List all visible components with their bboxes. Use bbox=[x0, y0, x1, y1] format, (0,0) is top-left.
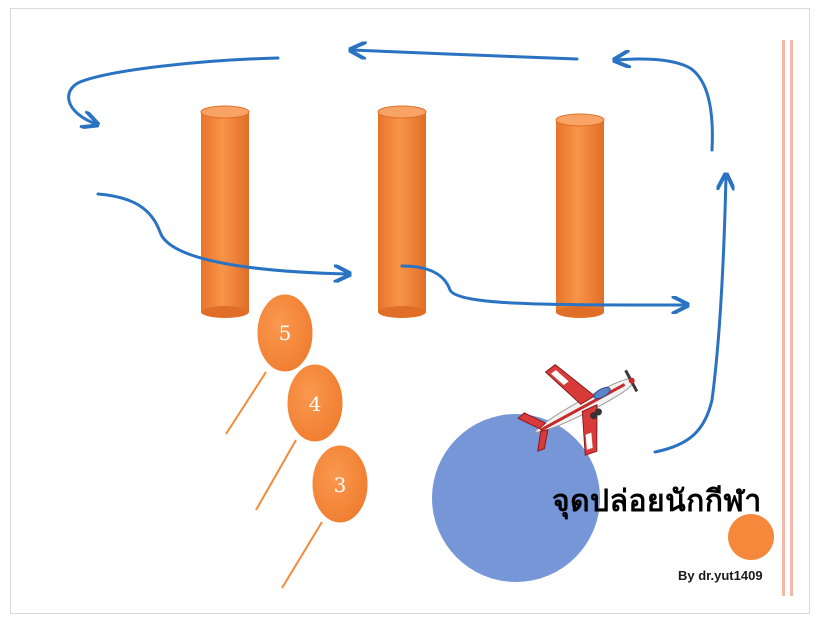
path-right-upward bbox=[653, 176, 726, 454]
balloon-3-label: 3 bbox=[334, 473, 347, 497]
path-top-left-hook bbox=[67, 56, 280, 124]
path-lower-right bbox=[400, 264, 686, 305]
balloon-5: 5 bbox=[225, 291, 316, 435]
balloon-4-label: 4 bbox=[309, 392, 322, 416]
path-top-middle bbox=[352, 50, 579, 61]
flight-path bbox=[67, 50, 726, 454]
path-right-top-turn bbox=[616, 59, 714, 152]
balloon-3: 3 bbox=[281, 442, 371, 589]
drop-point-label: จุดปล่อยนักกีฬา bbox=[552, 484, 762, 519]
path-lower-weave bbox=[96, 192, 348, 274]
balloon-4: 4 bbox=[255, 361, 346, 511]
pylon-3 bbox=[555, 113, 605, 318]
landing-zone-circle bbox=[432, 414, 600, 582]
airplane-icon bbox=[517, 364, 639, 456]
pylon-1 bbox=[200, 105, 250, 318]
slide-frame bbox=[10, 8, 810, 614]
right-stripe-inner bbox=[790, 40, 793, 596]
right-stripe-outer bbox=[782, 40, 785, 596]
target-marker-icon bbox=[728, 514, 774, 560]
pylon-2 bbox=[377, 105, 427, 318]
credit-text: By dr.yut1409 bbox=[678, 568, 763, 583]
balloon-5-label: 5 bbox=[279, 321, 292, 345]
